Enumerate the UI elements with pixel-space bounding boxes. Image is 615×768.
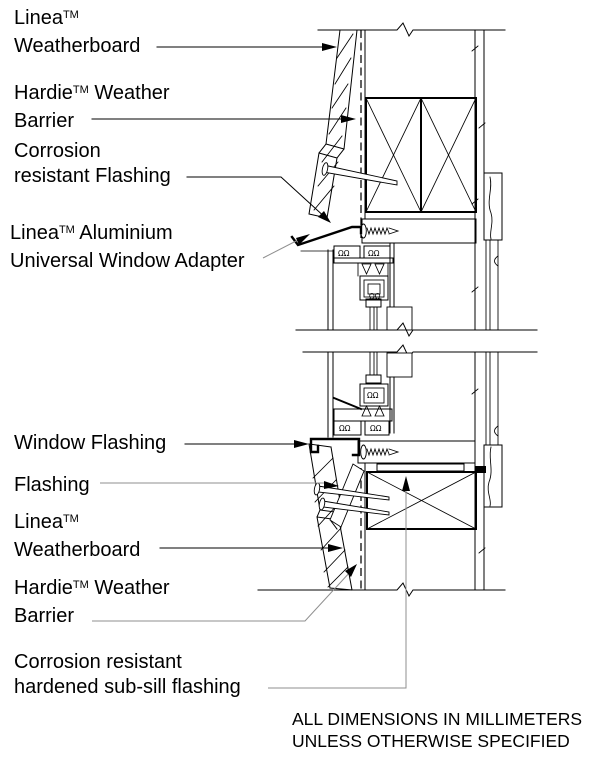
text-line: resistant Flashing xyxy=(14,165,171,187)
arrowhead xyxy=(296,234,310,245)
label-hardie-weather-barrier-bottom: HardieTM Weather Barrier xyxy=(14,576,170,629)
clip-glyph: ΩΩ xyxy=(370,424,382,433)
text-line: Corrosion xyxy=(14,140,101,162)
window-flashing-sill xyxy=(309,437,361,457)
leader-window-flashing xyxy=(184,440,309,448)
text-line: hardened sub-sill flashing xyxy=(14,676,241,698)
fixing-screw-head xyxy=(360,223,400,239)
text-line: LineaTM xyxy=(14,6,140,34)
label-text: Aluminium xyxy=(74,222,173,244)
trademark-sup: TM xyxy=(72,579,89,591)
leader-linea-weatherboard-bottom xyxy=(159,544,343,552)
interior-lining-head xyxy=(471,29,503,331)
leader-hardie-barrier-top xyxy=(91,115,356,123)
leader-corrosion-flashing xyxy=(186,176,331,223)
window-adapter-head: ΩΩ ΩΩ xyxy=(300,245,391,259)
label-text: Weather xyxy=(88,577,170,599)
leader-lines xyxy=(91,43,410,689)
glazing-head xyxy=(369,306,378,331)
clip-glyph: ΩΩ xyxy=(338,249,350,258)
leader-flashing xyxy=(100,481,339,489)
clip-glyph: ΩΩ xyxy=(369,292,381,301)
arrowhead xyxy=(324,481,339,489)
fixing-screw-sill xyxy=(360,444,400,460)
framing-head xyxy=(364,29,477,220)
framing-sill xyxy=(364,462,477,591)
text-line: LineaTM Aluminium xyxy=(10,221,245,249)
head-detail: ΩΩ ΩΩ ΩΩ xyxy=(290,22,506,331)
sill-support xyxy=(357,440,486,473)
interior-lining-sill xyxy=(471,351,503,591)
clip-glyph: ΩΩ xyxy=(367,391,379,400)
break-line-top xyxy=(317,22,506,38)
label-linea-weatherboard-top: LineaTM Weatherboard xyxy=(14,6,140,59)
text-line: Flashing xyxy=(14,474,90,496)
label-flashing: Flashing xyxy=(14,473,90,498)
dimensions-note: ALL DIMENSIONS IN MILLIMETERS UNLESS OTH… xyxy=(292,708,582,752)
leader-aluminium-adapter xyxy=(262,234,310,259)
label-window-flashing: Window Flashing xyxy=(14,431,166,456)
window-frame-sill: ΩΩ xyxy=(327,351,413,438)
leader-subsill-flashing xyxy=(268,476,410,689)
arrowhead xyxy=(318,211,331,223)
trademark-sup: TM xyxy=(72,84,89,96)
arrowhead xyxy=(294,440,309,448)
text-line: Barrier xyxy=(14,110,75,132)
label-linea-weatherboard-bottom: LineaTM Weatherboard xyxy=(14,510,140,563)
glazing-sill xyxy=(369,351,378,376)
trademark-sup: TM xyxy=(58,224,75,236)
text-line: UNLESS OTHERWISE SPECIFIED xyxy=(292,731,570,751)
fixing-nails-sill xyxy=(313,482,390,516)
window-frame-head: ΩΩ xyxy=(327,242,413,331)
head-flashing-corrosion-resistant xyxy=(290,225,363,247)
text-line: Weatherboard xyxy=(14,539,141,561)
arrowhead xyxy=(322,43,337,51)
break-line-bottom xyxy=(257,582,506,598)
text-line: Corrosion resistant xyxy=(14,651,182,673)
section-break-lines xyxy=(295,322,538,360)
arrowhead xyxy=(402,476,410,491)
lintel-packer-head xyxy=(361,218,477,244)
clip-glyph: ΩΩ xyxy=(339,424,351,433)
product-name: Hardie xyxy=(14,577,73,599)
window-adapter-sill: ΩΩ ΩΩ xyxy=(333,420,390,436)
arrowhead xyxy=(345,564,357,577)
leader-linea-weatherboard-top xyxy=(156,43,337,51)
clip-glyph: ΩΩ xyxy=(368,249,380,258)
text-line: Weatherboard xyxy=(14,35,141,57)
text-line: ALL DIMENSIONS IN MILLIMETERS xyxy=(292,709,583,729)
label-text: Weather xyxy=(88,82,170,104)
text-line: LineaTM xyxy=(14,510,140,538)
fixing-nail-head xyxy=(321,162,398,186)
product-name: Linea xyxy=(10,222,59,244)
arrowhead xyxy=(328,544,343,552)
product-name: Linea xyxy=(14,7,63,29)
text-line: HardieTM Weather xyxy=(14,576,170,604)
label-corrosion-flashing: Corrosion resistant Flashing xyxy=(14,139,171,189)
text-line: HardieTM Weather xyxy=(14,81,170,109)
label-aluminium-adapter: LineaTM Aluminium Universal Window Adapt… xyxy=(10,221,245,274)
leader-hardie-barrier-bottom xyxy=(92,564,357,622)
sill-detail: ΩΩ ΩΩ ΩΩ xyxy=(257,351,506,598)
label-hardie-weather-barrier-top: HardieTM Weather Barrier xyxy=(14,81,170,134)
product-name: Linea xyxy=(14,511,63,533)
trademark-sup: TM xyxy=(62,9,79,21)
text-line: Window Flashing xyxy=(14,432,167,454)
arrowhead xyxy=(341,115,356,123)
text-line: Barrier xyxy=(14,605,75,627)
trademark-sup: TM xyxy=(62,513,79,525)
text-line: Universal Window Adapter xyxy=(10,250,245,272)
label-subsill-flashing: Corrosion resistant hardened sub-sill fl… xyxy=(14,650,241,700)
product-name: Hardie xyxy=(14,82,73,104)
weatherboard-top xyxy=(308,29,358,219)
